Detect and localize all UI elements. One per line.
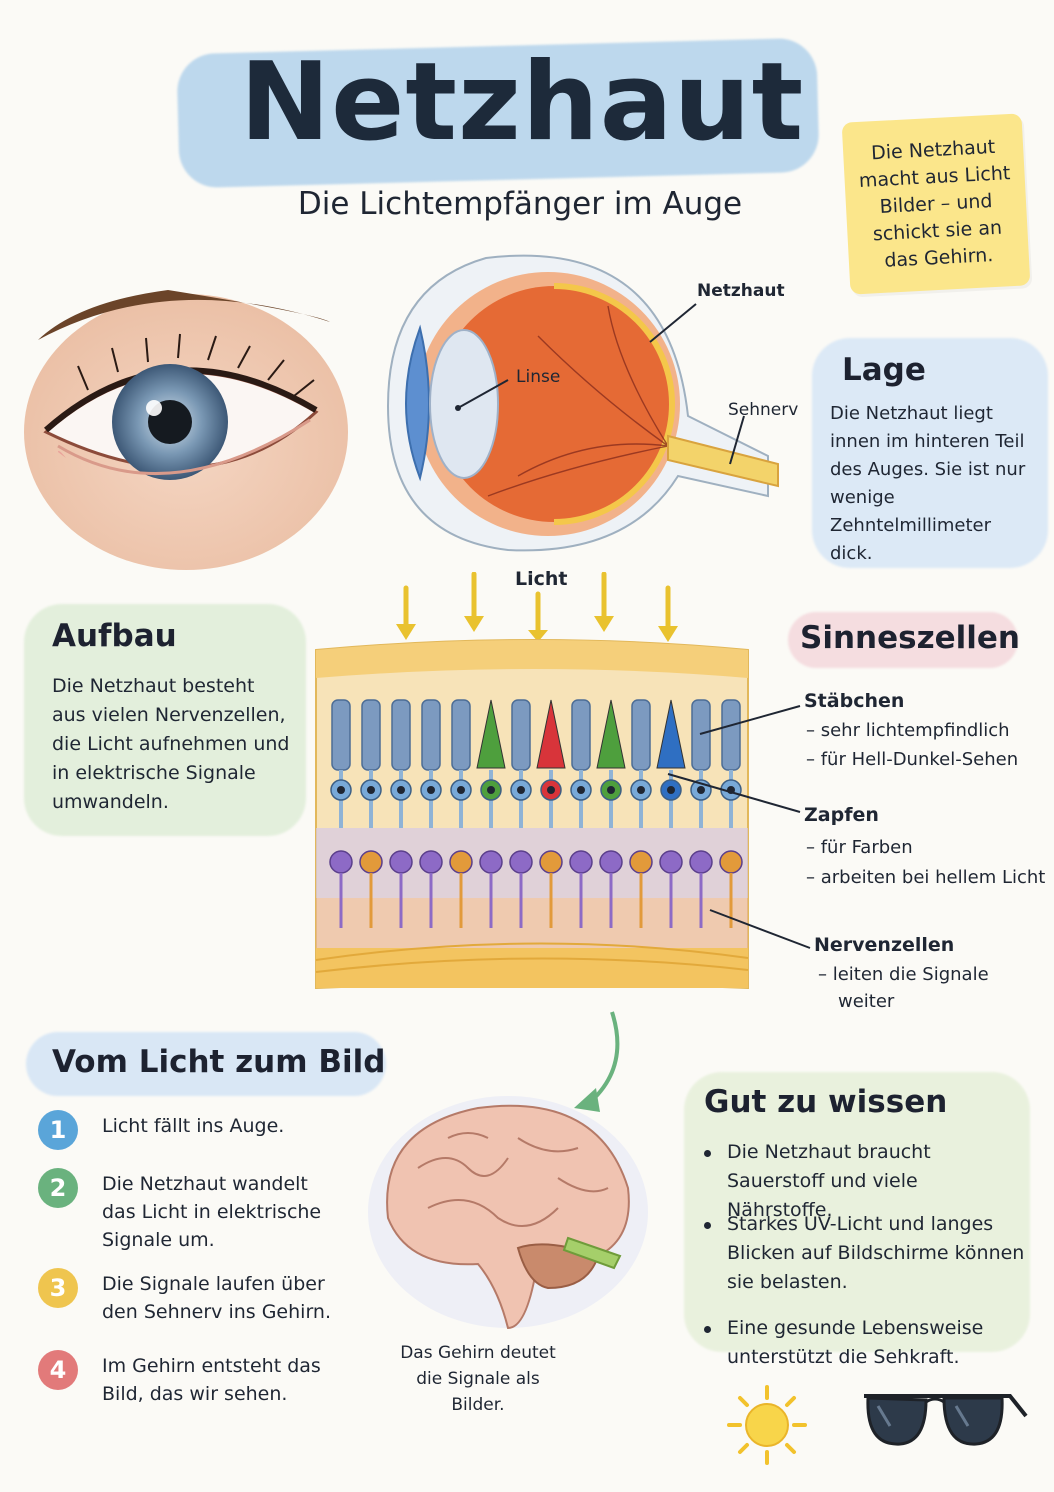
cell-pointer-lines xyxy=(667,705,811,949)
lage-title: Lage xyxy=(842,352,926,388)
step-text-2: Die Netzhaut wandelt das Licht in elektr… xyxy=(102,1173,322,1251)
bullet-dot xyxy=(704,1222,711,1229)
sticky-note: Die Netzhaut macht aus Licht Bilder – un… xyxy=(841,113,1031,295)
sinnes-wash xyxy=(788,612,1018,668)
label-linse: Linse xyxy=(516,367,561,387)
step-number-4: 4 xyxy=(38,1350,78,1390)
eye-photo xyxy=(24,290,348,570)
zapfen-name: Zapfen xyxy=(804,804,879,826)
wissen-title: Gut zu wissen xyxy=(704,1084,948,1120)
staebchen-line-1: – sehr lichtempfindlich xyxy=(806,720,1010,741)
steps-title: Vom Licht zum Bild xyxy=(52,1044,386,1080)
staebchen-name: Stäbchen xyxy=(804,690,905,712)
steps-wash xyxy=(26,1032,386,1096)
staebchen-line-2: – für Hell-Dunkel-Sehen xyxy=(806,749,1019,770)
bullet-dot xyxy=(704,1150,711,1157)
nervenzellen-name: Nervenzellen xyxy=(814,934,955,956)
light-arrows xyxy=(396,572,678,642)
page-title: Netzhaut xyxy=(239,40,805,165)
aufbau-title: Aufbau xyxy=(52,618,177,654)
aufbau-text: Die Netzhaut besteht aus vielen Nervenze… xyxy=(52,675,290,813)
label-sehnerv: Sehnerv xyxy=(728,400,799,420)
step-text-4: Im Gehirn entsteht das Bild, das wir seh… xyxy=(102,1355,321,1405)
brain-caption: Das Gehirn deutet die Signale als Bilder… xyxy=(400,1343,556,1415)
aufbau-wash xyxy=(24,604,306,836)
lage-text: Die Netzhaut liegt innen im hinteren Tei… xyxy=(830,403,1026,564)
brain xyxy=(368,1096,648,1330)
label-netzhaut: Netzhaut xyxy=(697,281,785,301)
sinnes-title: Sinneszellen xyxy=(800,620,1020,656)
arrow-to-brain xyxy=(574,1011,620,1112)
zapfen-line-2: – arbeiten bei hellem Licht xyxy=(806,867,1046,888)
bullet-dot xyxy=(704,1326,711,1333)
label-licht: Licht xyxy=(515,568,568,590)
zapfen-line-1: – für Farben xyxy=(806,837,913,858)
wissen-wash xyxy=(684,1072,1030,1352)
lage-wash xyxy=(812,338,1048,568)
eye-cross-section xyxy=(386,254,779,552)
wissen-item-3: Eine gesunde Lebensweise unterstützt die… xyxy=(727,1317,984,1368)
sunglasses-icon xyxy=(864,1394,1028,1446)
retina-layers xyxy=(315,639,749,990)
nervenzellen-line-1: – leiten die Signale xyxy=(818,964,989,985)
step-number-1: 1 xyxy=(38,1110,78,1150)
sun-icon xyxy=(727,1385,807,1465)
step-text-1: Licht fällt ins Auge. xyxy=(102,1115,285,1137)
wissen-item-2: Starkes UV-Licht und langes Blicken auf … xyxy=(727,1213,1025,1293)
step-number-2: 2 xyxy=(38,1168,78,1208)
nervenzellen-line-2: weiter xyxy=(838,991,895,1012)
wissen-item-1: Die Netzhaut braucht Sauerstoff und viel… xyxy=(727,1141,931,1221)
step-text-3: Die Signale laufen über den Sehnerv ins … xyxy=(102,1273,332,1323)
page-subtitle: Die Lichtempfänger im Auge xyxy=(297,186,743,222)
step-number-3: 3 xyxy=(38,1268,78,1308)
